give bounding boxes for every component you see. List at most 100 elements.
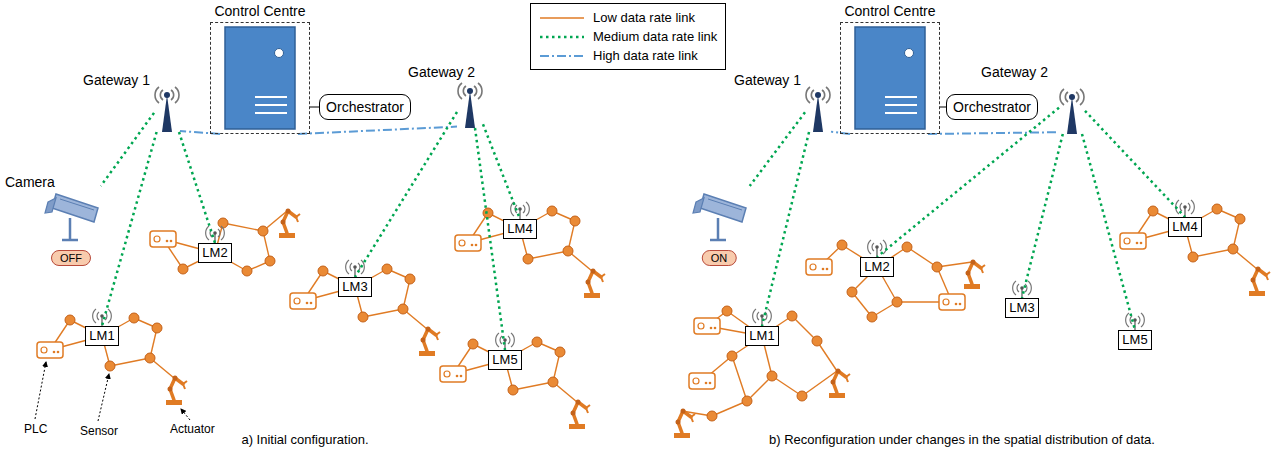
sensor-dot [570,216,580,226]
sensor-dot [742,396,752,406]
sensor-dot [129,313,139,323]
sensor-dot [532,337,542,347]
server-icon [211,23,311,135]
lm-label: LM5 [492,352,517,368]
medium-rate-link [483,124,520,219]
component-label: Sensor [80,424,118,438]
device-cluster [150,209,300,277]
leader-line [98,374,109,421]
local-manager-box: LM5 [1118,330,1151,350]
actuator-arm [166,376,187,406]
low-rate-link [363,309,403,317]
medium-rate-link [1022,134,1063,298]
local-manager-box: LM2 [198,243,231,263]
gateway-antenna: Gateway 1 [154,85,180,132]
medium-rate-link [762,132,809,326]
plc-icon [440,366,466,382]
control-centre: Control Centre [210,22,310,134]
lm-label: LM5 [1122,332,1147,348]
medium-rate-link [1085,111,1185,217]
medium-rate-link [101,113,154,186]
actuator-arm [674,409,695,439]
control-centre: Control Centre [840,22,940,134]
sensor-dot [405,274,415,284]
low-rate-link [712,401,747,416]
low-rate-link [223,223,263,231]
local-manager-box: LM1 [745,326,778,346]
panel-caption: b) Reconfiguration under changes in the … [769,432,1155,447]
connector-line [310,107,319,108]
medium-rate-link [750,112,805,186]
low-rate-link [732,356,747,401]
device-cluster [37,313,187,405]
device-cluster [440,337,590,429]
sensor-dot [523,254,533,264]
lm-label: LM2 [202,245,227,261]
actuator-arm [584,269,605,299]
sensor-dot [152,323,162,333]
local-manager-box: LM4 [1168,217,1201,237]
local-manager-box: LM1 [85,326,118,346]
lm-antenna [868,240,887,257]
plc-icon [37,342,63,358]
plc-icon [806,259,832,275]
legend: Low data rate linkMedium data rate linkH… [530,3,726,70]
medium-rate-link [877,108,1059,257]
actuator-arm [829,369,850,399]
sensor-dot [145,353,155,363]
lm-antenna [1126,313,1145,330]
high-rate-link [928,132,1059,134]
actuator-arm [964,260,985,290]
sensor-dot [892,297,902,307]
sensor-dot [548,377,558,387]
sensor-dot [468,339,478,349]
camera: CameraOFF [40,186,102,268]
low-rate-link [1193,249,1233,257]
node-label: Control Centre [214,3,305,20]
sensor-dot [483,208,493,218]
plc-icon [1120,233,1146,249]
legend-entry: Medium data rate link [539,27,717,46]
local-manager-box: LM4 [503,219,536,239]
sensor-dot [727,351,737,361]
sensor-dot [1148,206,1158,216]
device-cluster [1120,204,1270,296]
sensor-dot [508,385,518,395]
legend-text: High data rate link [593,48,698,63]
node-label: Orchestrator [326,99,404,115]
status-badge: ON [702,250,737,266]
device-cluster [674,306,850,438]
high-rate-link [298,127,457,134]
gateway-antenna: Gateway 2 [1059,87,1085,134]
plc-icon [150,231,176,247]
gateway-antenna: Gateway 2 [457,81,483,128]
antenna-icon [457,81,483,128]
sensor-dot [555,347,565,357]
legend-line-sample [539,51,585,61]
device-cluster [455,206,605,298]
sensor-dot [547,206,557,216]
node-label: Gateway 1 [83,72,150,88]
sensor-dot [358,312,368,322]
sensor-dot [787,311,797,321]
medium-rate-link [475,128,505,350]
node-label: Orchestrator [953,99,1031,115]
low-rate-link [513,382,553,390]
panel-caption: a) Initial configuration. [241,432,368,447]
medium-rate-link [102,132,157,326]
camera: ON [688,186,750,268]
medium-rate-link [355,112,457,277]
lm-antenna [753,309,772,326]
local-manager-box: LM5 [488,350,521,370]
sensor-dot [65,315,75,325]
node-label: Gateway 2 [981,64,1048,80]
medium-rate-link [179,132,215,243]
antenna-icon [805,85,831,132]
sensor-dot [1228,244,1238,254]
lm-antenna [1176,200,1195,217]
lm-label: LM1 [749,328,774,344]
actuator-arm [1249,267,1270,297]
node-label: Control Centre [844,3,935,20]
sensor-dot [722,306,732,316]
orchestrator-box: Orchestrator [319,94,411,120]
